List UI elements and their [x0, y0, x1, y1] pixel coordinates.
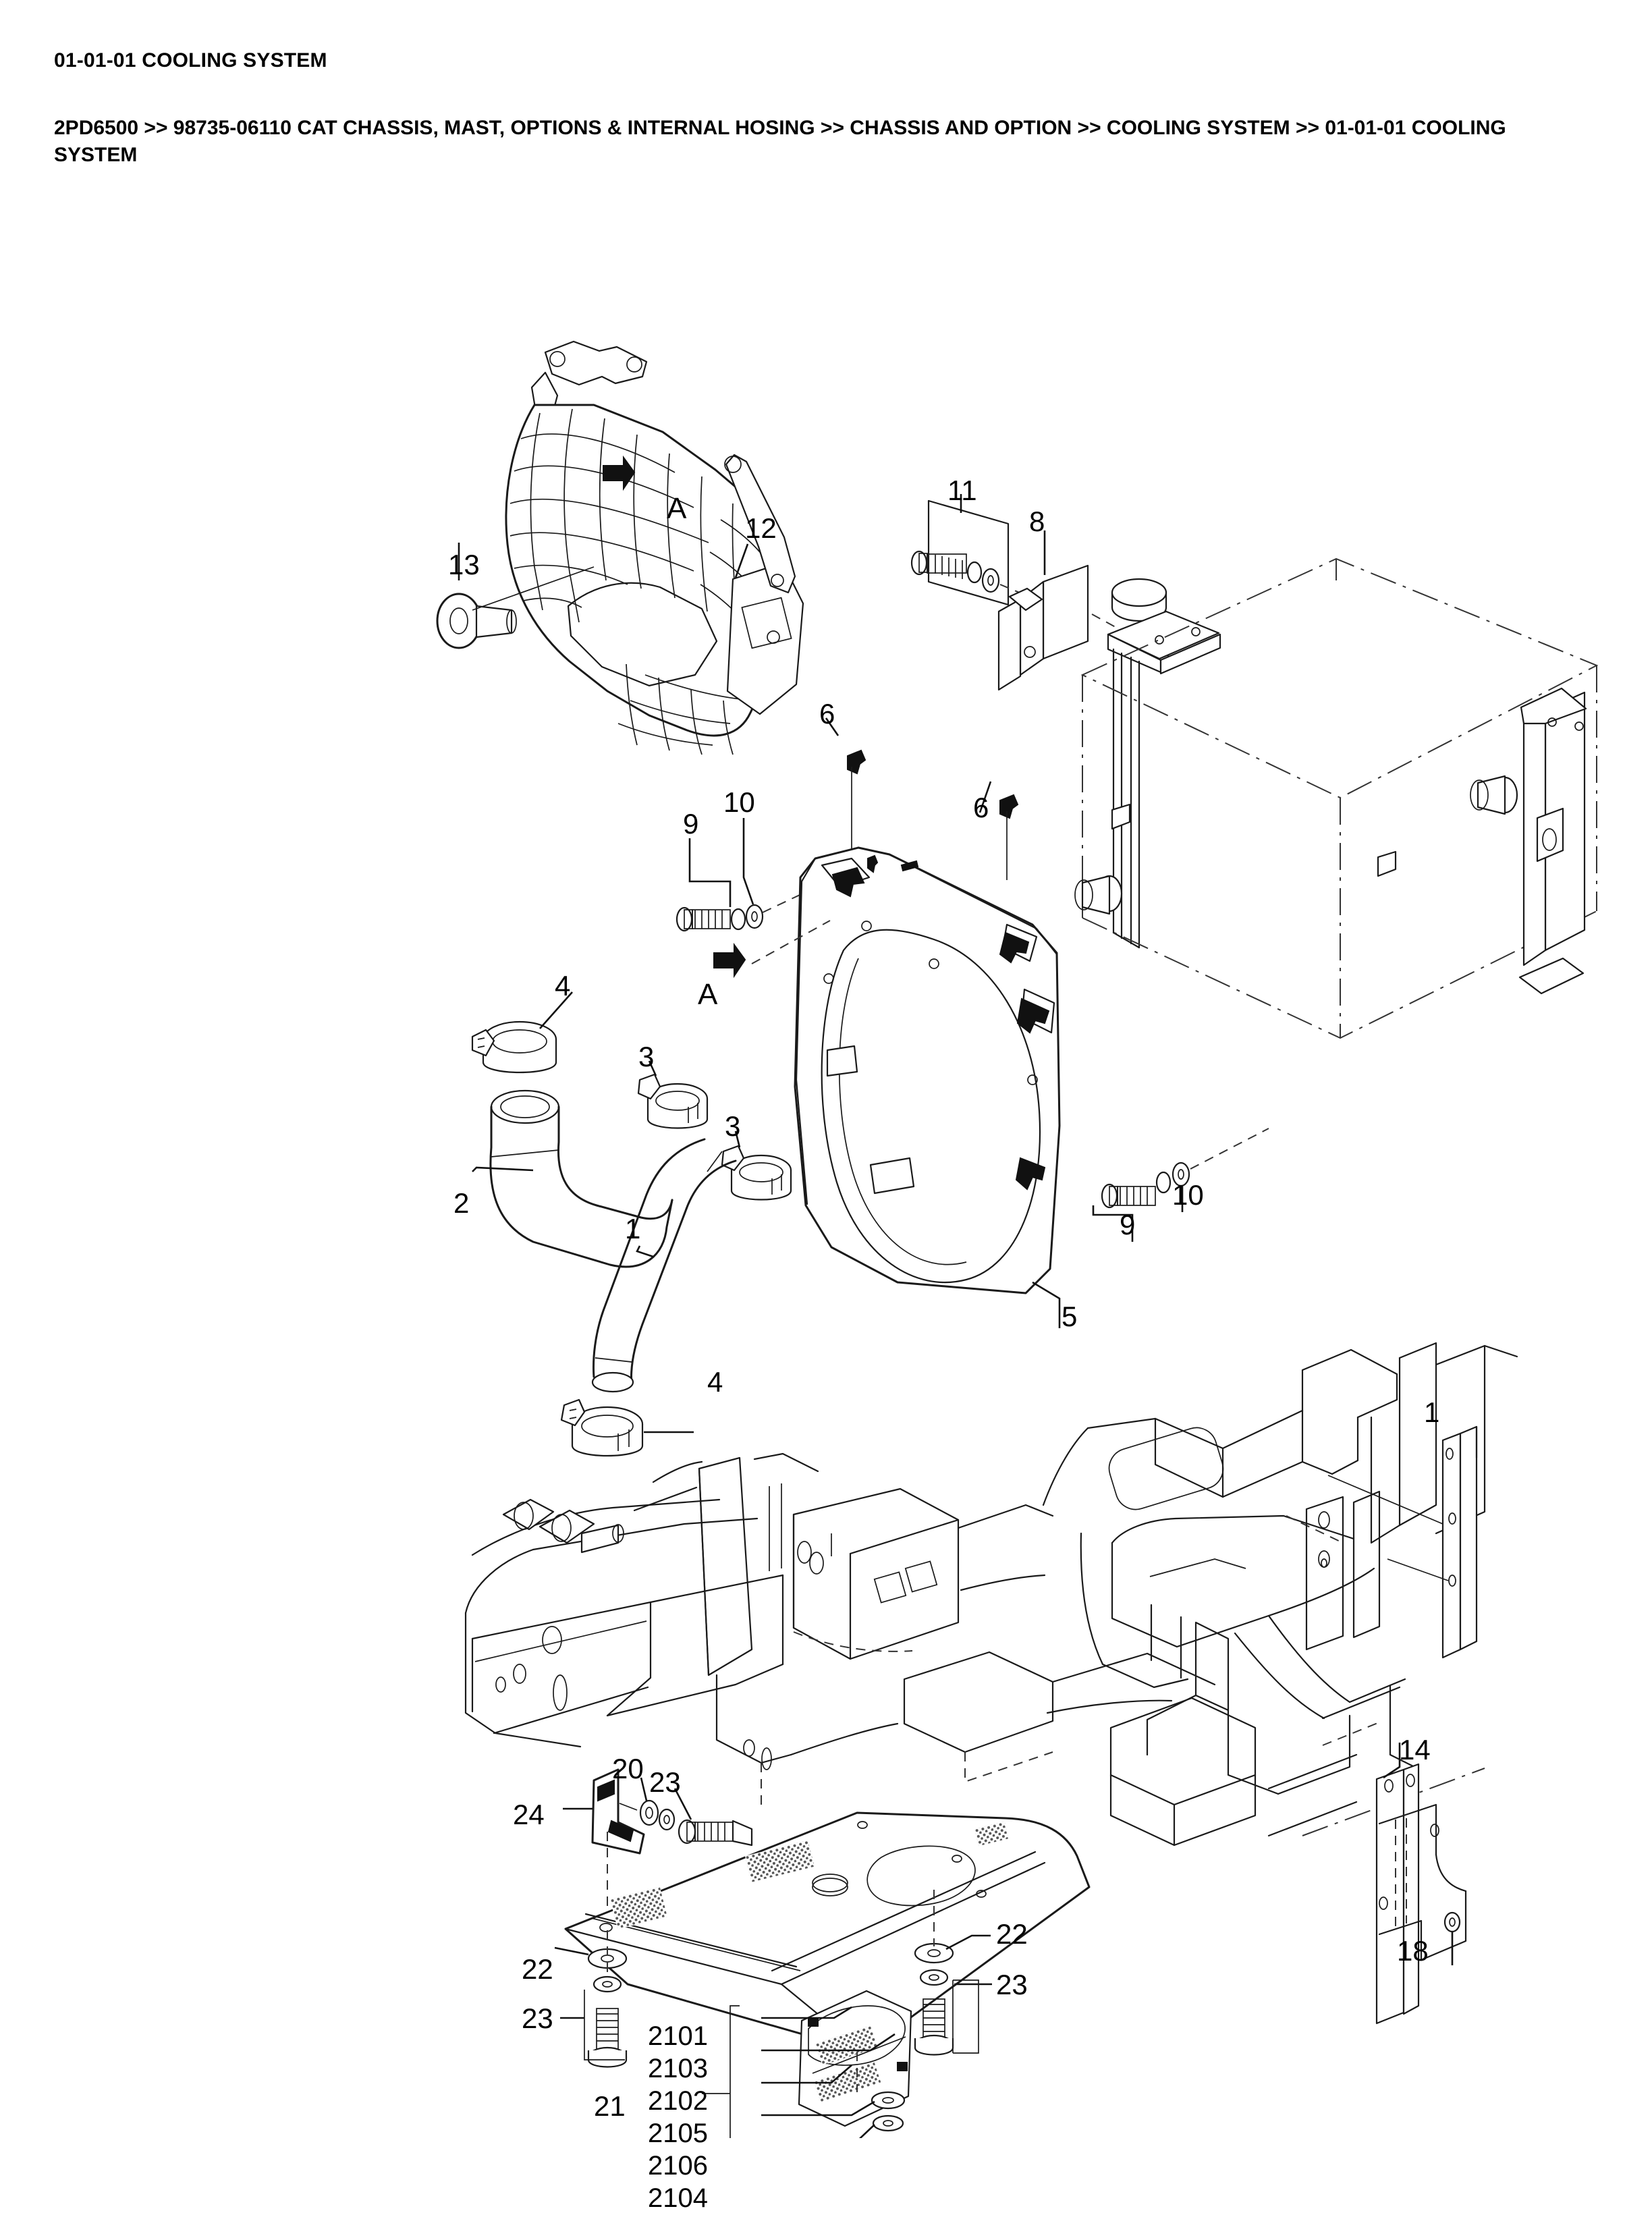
leader-13-to-grille — [472, 566, 595, 611]
page-title: 01-01-01 COOLING SYSTEM — [54, 49, 327, 72]
part-11-bolt-washers — [910, 499, 1010, 606]
leader-1-right — [1327, 1475, 1443, 1525]
leader-22b — [945, 1934, 991, 1950]
callout-6: 6 — [973, 792, 989, 823]
callout-2: 2 — [453, 1187, 470, 1219]
callout-23: 23 — [522, 2002, 553, 2034]
callout-23: 23 — [649, 1766, 681, 1798]
leader-1-right-2 — [1387, 1558, 1449, 1581]
part-23-bolt-right — [914, 1969, 954, 2056]
subpart-2103: 2103 — [648, 2054, 708, 2083]
section-arrow-a-mid — [713, 942, 746, 979]
leader-5 — [1032, 1281, 1061, 1328]
callout-24: 24 — [513, 1799, 545, 1830]
callout-20: 20 — [612, 1753, 644, 1784]
part-23-bolt-upper — [658, 1808, 753, 1847]
part-8-bracket — [997, 564, 1089, 691]
part-chassis-frame-left — [464, 1452, 1216, 1809]
subpart-2101: 2101 — [648, 2021, 708, 2051]
leader-1 — [636, 1245, 654, 1258]
part-4-clamp-upper — [471, 1020, 557, 1074]
callout-12: 12 — [745, 512, 777, 544]
leader-22a — [554, 1946, 589, 1956]
subpart-2102: 2102 — [648, 2086, 708, 2116]
callout-3: 3 — [725, 1110, 741, 1142]
part-20-washer — [639, 1799, 659, 1826]
callout-9: 9 — [1120, 1209, 1136, 1240]
callout-6: 6 — [819, 698, 835, 730]
section-mark-a: A — [667, 492, 687, 525]
part-24-bracket — [591, 1768, 645, 1855]
leader-4a — [539, 991, 573, 1029]
callout-18: 18 — [1397, 1935, 1429, 1967]
leader-2 — [472, 1166, 534, 1172]
part-1-hose-lower — [591, 1138, 737, 1393]
callout-5: 5 — [1062, 1301, 1078, 1332]
leader-3a — [648, 1060, 657, 1076]
section-arrow-a-top — [603, 455, 636, 491]
part-4-clamp-lower — [560, 1398, 644, 1457]
leader-9a — [688, 838, 732, 907]
subpart-2105: 2105 — [648, 2119, 708, 2148]
leader-12 — [734, 543, 749, 578]
part-14-bracket — [1375, 1763, 1467, 2025]
assembly-axis-9b — [1190, 1128, 1269, 1170]
subpart-2106: 2106 — [648, 2151, 708, 2181]
part-6-clip-a — [847, 749, 866, 775]
exploded-diagram: .s{fill:none;stroke:#1a1a1a;stroke-width… — [0, 202, 1652, 2138]
part-under-cover-panel — [564, 1811, 1091, 2053]
part-22-washer-right — [914, 1942, 954, 1964]
callout-3: 3 — [638, 1041, 655, 1072]
part-chassis-frame-right — [1042, 1342, 1518, 1847]
callout-23: 23 — [996, 1969, 1028, 2000]
diagram-artwork: .s{fill:none;stroke:#1a1a1a;stroke-width… — [436, 340, 1599, 2138]
section-mark-a: A — [698, 978, 718, 1011]
part-1-right-strip — [1441, 1425, 1478, 1659]
leader-10a — [742, 818, 754, 905]
part-radiator — [1074, 557, 1599, 1039]
leader-6b — [979, 781, 992, 813]
subassembly-leaders — [702, 2005, 896, 2138]
leader-9b — [1092, 1205, 1134, 1242]
leader-3b — [734, 1130, 741, 1148]
callout-1: 1 — [1424, 1396, 1440, 1428]
callout-11: 11 — [947, 474, 977, 506]
leader-6a — [825, 717, 839, 736]
callout-14: 14 — [1399, 1734, 1431, 1766]
part-3-clamp-a — [637, 1073, 709, 1129]
part-6-clip-b — [999, 794, 1019, 819]
callout-8: 8 — [1029, 506, 1045, 537]
part-23-bolt-left — [587, 1975, 628, 2068]
leader-20 — [640, 1777, 648, 1801]
callout-22: 22 — [522, 1953, 553, 1985]
callout-4: 4 — [555, 970, 571, 1002]
bracket-23c-box — [953, 1979, 979, 2054]
breadcrumb: 2PD6500 >> 98735-06110 CAT CHASSIS, MAST… — [54, 117, 1506, 166]
callout-10: 10 — [1172, 1179, 1204, 1211]
part-21-subassembly — [798, 1990, 912, 2132]
callout-10: 10 — [723, 786, 755, 818]
subpart-2104: 2104 — [648, 2183, 708, 2213]
part-air-guide-grille — [505, 340, 804, 755]
part-5-fan-shroud — [794, 846, 1061, 1294]
leader-14 — [1383, 1743, 1401, 1779]
bracket-23b — [584, 1990, 625, 2060]
part-3-clamp-b — [721, 1145, 792, 1201]
page-header: 01-01-01 COOLING SYSTEM 2PD6500 >> 98735… — [54, 49, 1606, 168]
part-2-hose-upper — [489, 1089, 673, 1268]
callout-1: 1 — [625, 1213, 641, 1245]
callout-13: 13 — [448, 549, 480, 580]
callout-21: 21 — [594, 2090, 626, 2122]
callout-4: 4 — [707, 1366, 723, 1398]
callout-9: 9 — [683, 808, 699, 840]
leader-23a — [673, 1788, 692, 1820]
part-9-10-hardware-right — [1101, 1162, 1190, 1209]
part-9-10-hardware-upper — [676, 904, 764, 932]
callout-22: 22 — [996, 1918, 1028, 1950]
part-13-grommet — [436, 593, 517, 649]
